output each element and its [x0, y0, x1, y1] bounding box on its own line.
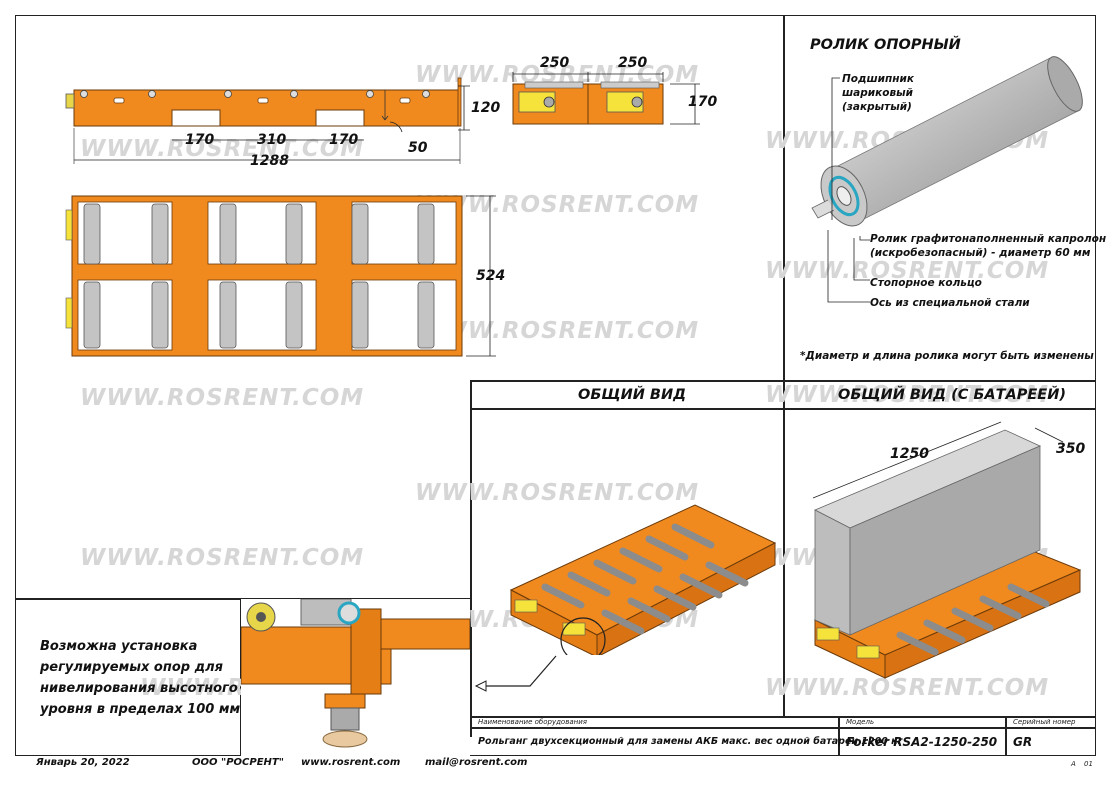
drawing-frame	[15, 15, 1096, 756]
roller-axle-label: Ось из специальной стали	[870, 297, 1030, 309]
front-elevation-drawing	[65, 77, 462, 164]
dim-top-width-left: 250	[540, 55, 570, 71]
general-view-drawing	[509, 504, 777, 655]
feet-detail-drawing	[241, 599, 470, 756]
divider-titleblock-serial	[1005, 716, 1007, 756]
watermark: WWW.ROSRENT.COM	[765, 258, 1050, 284]
plan-view-drawing	[65, 195, 496, 357]
dim-step: 50	[408, 140, 428, 156]
dim-top-width-right: 250	[618, 55, 648, 71]
end-view-drawing	[512, 72, 700, 125]
roller-desc-line1: Ролик графитонаполненный капролон	[870, 233, 1107, 245]
feet-note-line4: уровня в пределах 100 мм	[40, 702, 241, 717]
dim-total-length: 1288	[250, 153, 289, 169]
roller-drawing	[811, 56, 1083, 227]
footer-date: Январь 20, 2022	[36, 757, 130, 768]
footer-company: ООО "РОСРЕНТ"	[192, 757, 284, 768]
divider-titleblock-labels	[470, 727, 1096, 729]
tb-sheet-b: 01	[1084, 760, 1093, 768]
roller-bearing-line1: Подшипник	[842, 73, 914, 85]
dim-battery-width: 350	[1056, 441, 1086, 457]
roller-bearing-line3: (закрытый)	[842, 101, 912, 113]
roller-note: *Диаметр и длина ролика могут быть измен…	[800, 350, 1094, 362]
roller-desc-line2: (искробезопасный) - диаметр 60 мм	[870, 247, 1091, 259]
detail-callout-arrow	[474, 655, 557, 692]
roller-leader-lines	[827, 77, 870, 303]
roller-bearing-line2: шариковый	[842, 87, 913, 99]
general-battery-view-title: ОБЩИЙ ВИД (С БАТАРЕЕЙ)	[838, 387, 1066, 403]
divider-general-top	[470, 380, 783, 382]
tb-model-label: Модель	[846, 718, 875, 726]
watermark: WWW.ROSRENT.COM	[80, 545, 365, 571]
tb-serial-value: GR	[1013, 735, 1033, 749]
tb-name-label: Наименование оборудования	[478, 718, 587, 726]
tb-sheet-a: А	[1071, 760, 1076, 768]
footer-site[interactable]: www.rosrent.com	[301, 757, 401, 768]
front-height-dim-lines	[458, 85, 470, 131]
tb-serial-label: Серийный номер	[1013, 718, 1076, 726]
feet-note-line2: регулируемых опор для	[40, 660, 223, 675]
tb-name-value: Рольганг двухсекционный для замены АКБ м…	[478, 736, 903, 747]
divider-header-bottom	[470, 408, 1096, 410]
divider-titleblock-top	[470, 716, 1096, 718]
watermark: WWW.ROSRENT.COM	[415, 480, 700, 506]
divider-roller-bottom	[783, 380, 1096, 382]
roller-title: РОЛИК ОПОРНЫЙ	[810, 37, 961, 53]
dim-front-height: 120	[471, 100, 501, 116]
dim-gap-mid: 310	[257, 132, 287, 148]
roller-ring-label: Стопорное кольцо	[870, 277, 982, 289]
feet-note: Возможна установка регулируемых опор для…	[40, 636, 240, 720]
watermark: WWW.ROSRENT.COM	[765, 382, 1050, 408]
dim-side-height: 170	[688, 94, 718, 110]
divider-detail-top	[15, 598, 470, 600]
dim-gap-left: 170	[185, 132, 215, 148]
feet-note-line1: Возможна установка	[40, 639, 198, 654]
divider-roller-panel	[783, 15, 785, 717]
dim-plan-width: 524	[476, 268, 506, 284]
general-view-title: ОБЩИЙ ВИД	[578, 387, 687, 403]
divider-general-left	[470, 380, 472, 737]
battery-view-drawing	[812, 421, 1082, 679]
watermark: WWW.ROSRENT.COM	[80, 385, 365, 411]
watermark: WWW.ROSRENT.COM	[765, 675, 1050, 701]
feet-note-line3: нивелирования высотного	[40, 681, 238, 696]
tb-model-value: Forker RSA2-1250-250	[846, 735, 998, 749]
footer-mail[interactable]: mail@rosrent.com	[425, 757, 528, 768]
divider-titleblock-model	[838, 716, 840, 756]
dim-gap-right: 170	[329, 132, 359, 148]
dim-battery-length: 1250	[890, 446, 929, 462]
